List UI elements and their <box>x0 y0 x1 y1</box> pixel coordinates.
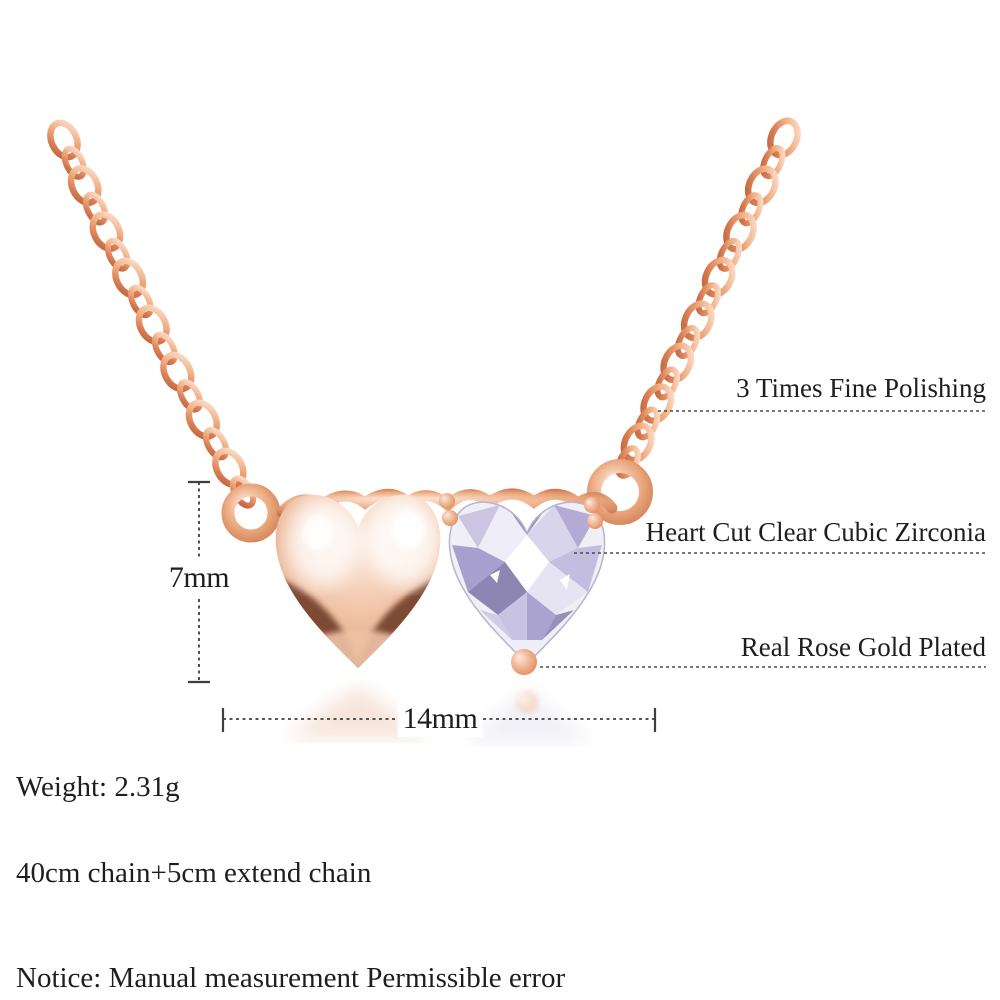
callout-polishing: 3 Times Fine Polishing <box>736 373 986 403</box>
callout-plating: Real Rose Gold Plated <box>740 632 986 662</box>
callout-zirconia: Heart Cut Clear Cubic Zirconia <box>645 517 986 547</box>
pendant-reflection <box>285 686 592 742</box>
dimension-height-label: 7mm <box>163 560 235 596</box>
pendant-heart-gold <box>275 494 441 668</box>
spec-notice: Notice: Manual measurement Permissible e… <box>16 962 566 994</box>
pendant-loop-left <box>221 483 281 543</box>
callout-leader-lines <box>540 410 986 668</box>
chain-left <box>47 119 257 509</box>
pendant-prong-balls <box>439 493 603 675</box>
spec-weight: Weight: 2.31g <box>16 771 180 803</box>
pendant-loop-right <box>587 459 653 525</box>
chain-right <box>615 117 801 479</box>
dimension-width-label: 14mm <box>397 701 483 737</box>
spec-chain-length: 40cm chain+5cm extend chain <box>16 857 372 889</box>
